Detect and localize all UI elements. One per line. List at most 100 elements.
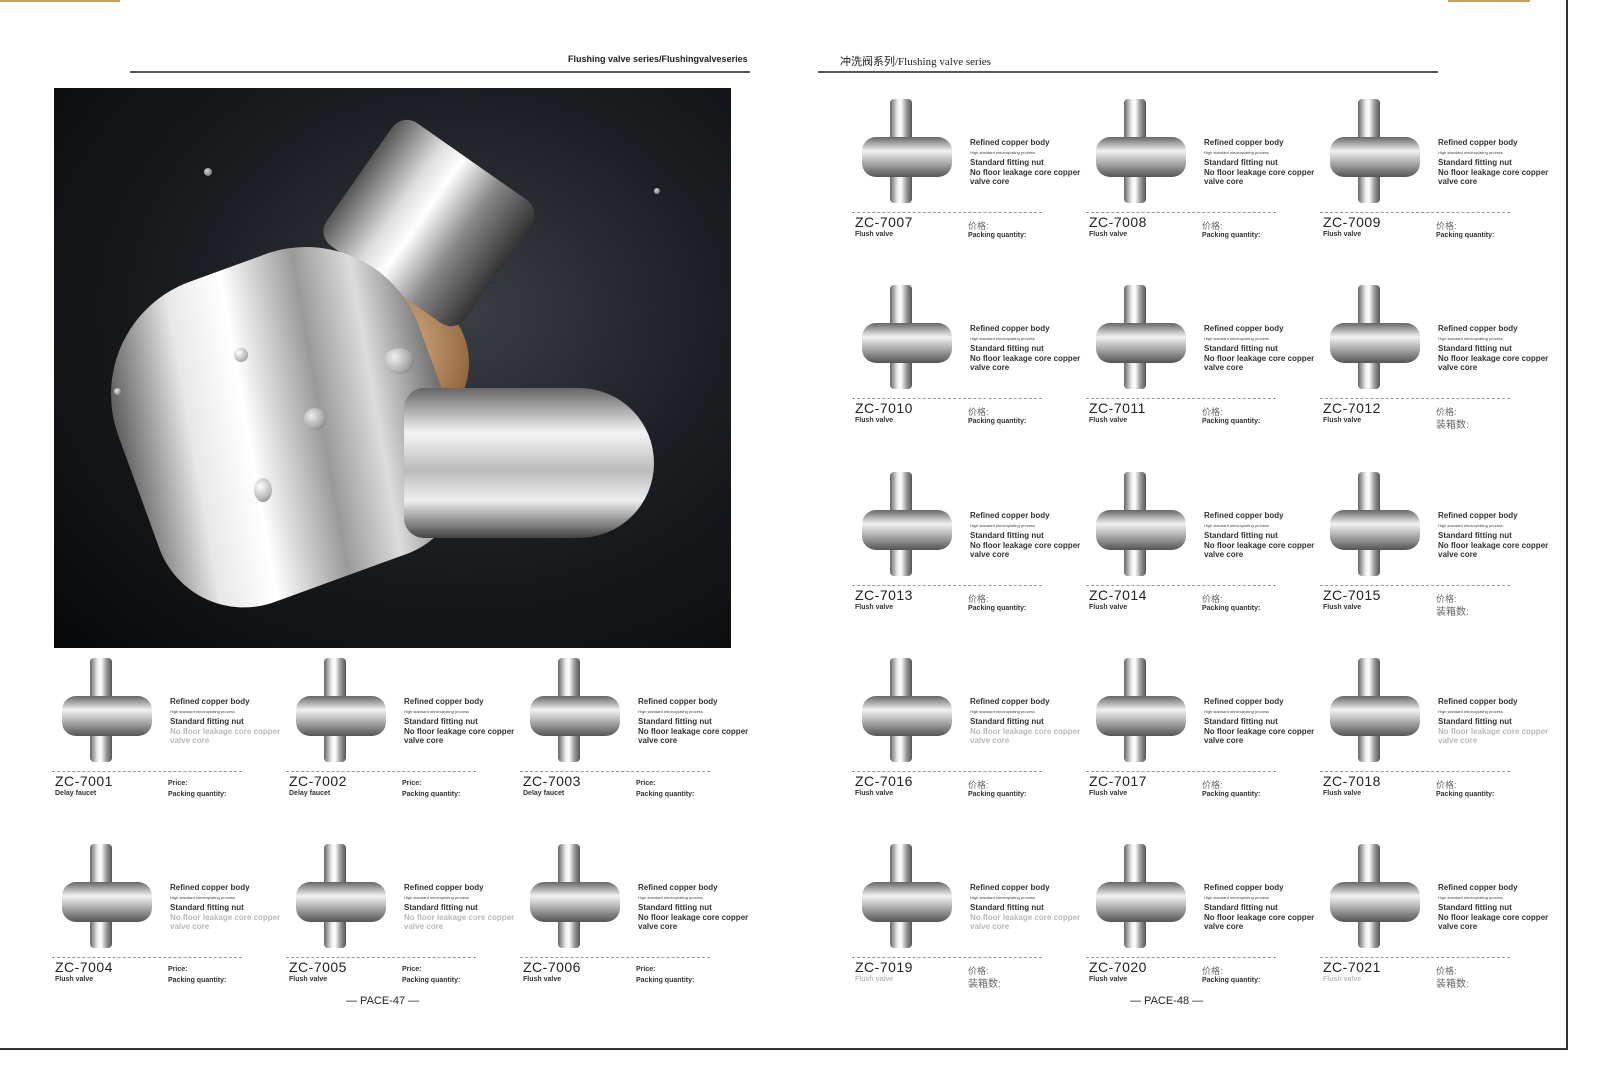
dashed-divider xyxy=(52,771,242,772)
packing-label: Packing quantity: xyxy=(636,977,695,984)
product-image xyxy=(286,842,401,952)
product-image xyxy=(1086,656,1201,766)
product-type: Flush valve xyxy=(855,976,894,983)
spec-body: Refined copper body xyxy=(1438,697,1518,706)
spec-body: Refined copper body xyxy=(170,883,250,892)
spec-plating: High standard electroplating process xyxy=(1438,709,1503,714)
packing-label: Packing quantity: xyxy=(1202,232,1261,239)
product-type: Flush valve xyxy=(855,790,894,797)
model-number: ZC-7010 xyxy=(855,400,913,416)
price-label: 价格: xyxy=(1202,221,1223,231)
packing-label: 装箱数: xyxy=(1436,420,1469,431)
spec-body: Refined copper body xyxy=(170,697,250,706)
spec-core: No floor leakage core copper valve core xyxy=(404,727,515,745)
spec-core: No floor leakage core copper valve core xyxy=(404,913,515,931)
spec-core: No floor leakage core copper valve core xyxy=(970,913,1081,931)
price-label: 价格: xyxy=(1202,407,1223,417)
spec-body: Refined copper body xyxy=(1204,697,1284,706)
dashed-divider xyxy=(852,212,1042,213)
spec-nut: Standard fitting nut xyxy=(1204,344,1278,353)
spec-plating: High standard electroplating process xyxy=(970,523,1035,528)
model-number: ZC-7005 xyxy=(289,959,347,975)
dashed-divider xyxy=(852,771,1042,772)
product-type: Flush valve xyxy=(1323,417,1362,424)
spec-plating: High standard electroplating process xyxy=(1438,523,1503,528)
spec-body: Refined copper body xyxy=(638,883,718,892)
dashed-divider xyxy=(1086,957,1276,958)
model-number: ZC-7003 xyxy=(523,773,581,789)
product-type: Flush valve xyxy=(289,976,328,983)
model-number: ZC-7015 xyxy=(1323,587,1381,603)
spec-core: No floor leakage core copper valve core xyxy=(638,727,749,745)
model-number: ZC-7016 xyxy=(855,773,913,789)
spec-core: No floor leakage core copper valve core xyxy=(970,727,1081,745)
dashed-divider xyxy=(286,771,476,772)
product-image xyxy=(520,842,635,952)
spec-nut: Standard fitting nut xyxy=(1204,717,1278,726)
spec-nut: Standard fitting nut xyxy=(170,717,244,726)
spec-body: Refined copper body xyxy=(1438,138,1518,147)
spec-nut: Standard fitting nut xyxy=(970,531,1044,540)
dashed-divider xyxy=(852,398,1042,399)
product-type: Flush valve xyxy=(1089,604,1128,611)
dashed-divider xyxy=(520,771,710,772)
spec-nut: Standard fitting nut xyxy=(404,717,478,726)
spec-core: No floor leakage core copper valve core xyxy=(970,354,1081,372)
spec-core: No floor leakage core copper valve core xyxy=(170,727,281,745)
spec-core: No floor leakage core copper valve core xyxy=(1204,168,1315,186)
spec-plating: High standard electroplating process xyxy=(970,150,1035,155)
spec-nut: Standard fitting nut xyxy=(1204,158,1278,167)
spec-nut: Standard fitting nut xyxy=(1204,903,1278,912)
price-label: 价格: xyxy=(1202,594,1223,604)
model-number: ZC-7013 xyxy=(855,587,913,603)
product-type: Flush valve xyxy=(1089,417,1128,424)
packing-label: Packing quantity: xyxy=(168,977,227,984)
product-image xyxy=(1086,283,1201,393)
spec-plating: High standard electroplating process xyxy=(404,709,469,714)
spec-body: Refined copper body xyxy=(1438,511,1518,520)
spec-nut: Standard fitting nut xyxy=(970,717,1044,726)
spec-nut: Standard fitting nut xyxy=(638,903,712,912)
packing-label: 装箱数: xyxy=(1436,607,1469,618)
dashed-divider xyxy=(852,957,1042,958)
product-type: Delay faucet xyxy=(55,790,97,797)
spec-nut: Standard fitting nut xyxy=(1438,717,1512,726)
spec-nut: Standard fitting nut xyxy=(170,903,244,912)
price-label: 价格: xyxy=(1202,966,1223,976)
packing-label: Packing quantity: xyxy=(968,791,1027,798)
spec-body: Refined copper body xyxy=(1204,511,1284,520)
product-image xyxy=(852,842,967,952)
spec-core: No floor leakage core copper valve core xyxy=(170,913,281,931)
spec-plating: High standard electroplating process xyxy=(638,895,703,900)
spec-body: Refined copper body xyxy=(970,324,1050,333)
product-type: Flush valve xyxy=(1089,790,1128,797)
left-page-header: Flushing valve series/Flushingvalveserie… xyxy=(568,54,748,64)
spec-nut: Standard fitting nut xyxy=(1204,531,1278,540)
spec-core: No floor leakage core copper valve core xyxy=(1438,168,1549,186)
model-number: ZC-7020 xyxy=(1089,959,1147,975)
product-image xyxy=(852,283,967,393)
dashed-divider xyxy=(1086,771,1276,772)
product-image xyxy=(1086,97,1201,207)
spec-plating: High standard electroplating process xyxy=(1204,895,1269,900)
right-page-number: — PACE-48 — xyxy=(1130,995,1204,1007)
price-label: 价格: xyxy=(1436,407,1457,417)
dashed-divider xyxy=(1320,957,1510,958)
price-label: Price: xyxy=(168,780,188,787)
spec-plating: High standard electroplating process xyxy=(170,895,235,900)
dashed-divider xyxy=(1320,771,1510,772)
spec-body: Refined copper body xyxy=(404,697,484,706)
